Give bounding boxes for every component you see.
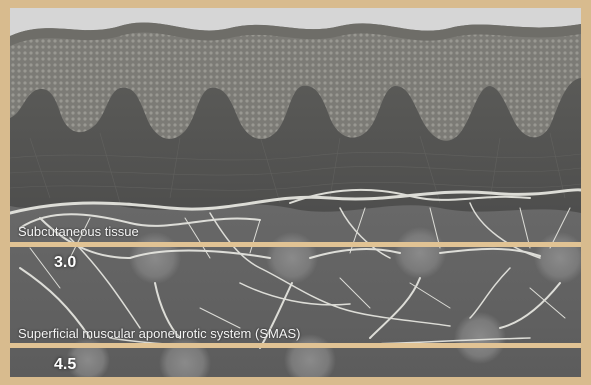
layer-separator-band: [10, 242, 581, 247]
layer-label-subcutaneous: Subcutaneous tissue: [18, 224, 139, 239]
layer-separator-band: [10, 343, 581, 348]
fat-lobule: [454, 312, 506, 364]
fat-lobule: [394, 227, 446, 279]
skin-cross-section-illustration: [10, 8, 581, 377]
depth-value-smas: 4.5: [54, 356, 76, 374]
fat-lobule: [129, 232, 181, 284]
depth-value-subcutaneous: 3.0: [54, 254, 76, 272]
layer-label-smas: Superficial muscular aponeurotic system …: [18, 326, 301, 341]
